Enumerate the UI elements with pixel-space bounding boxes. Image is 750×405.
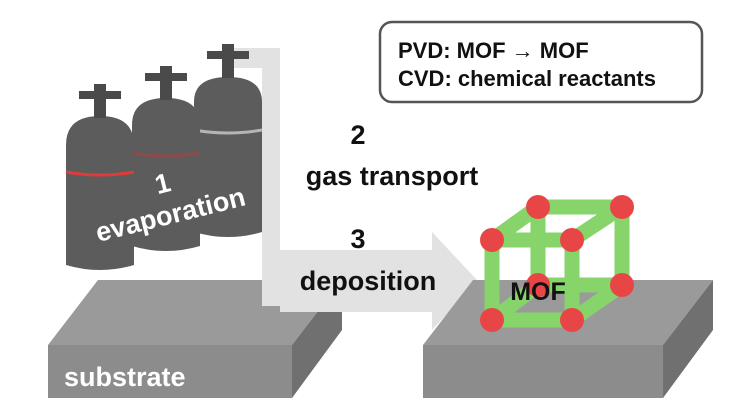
mof-cube: MOF bbox=[480, 195, 634, 332]
cylinder-middle-band bbox=[131, 151, 201, 158]
cylinder-middle-body bbox=[132, 98, 200, 251]
step-3-label: deposition bbox=[300, 266, 437, 296]
mof-node bbox=[526, 195, 550, 219]
gas-cylinder-back bbox=[193, 44, 263, 237]
legend-frame bbox=[378, 20, 704, 104]
cylinder-front-body bbox=[66, 116, 134, 270]
mof-nodes bbox=[480, 195, 634, 332]
step-2-label: gas transport bbox=[306, 161, 479, 191]
cylinder-back-body bbox=[194, 77, 262, 237]
mof-node bbox=[560, 308, 584, 332]
mof-node bbox=[610, 195, 634, 219]
valve-handle-icon bbox=[207, 51, 249, 59]
substrate-left-front bbox=[48, 345, 292, 398]
mof-label: MOF bbox=[510, 278, 566, 306]
gas-cylinder-middle bbox=[131, 66, 201, 251]
cylinder-back-band bbox=[193, 128, 263, 135]
mof-node bbox=[480, 308, 504, 332]
gas-pipe bbox=[232, 48, 280, 306]
pipe-vertical bbox=[262, 48, 280, 306]
mof-node bbox=[526, 273, 550, 297]
valve-handle-icon bbox=[79, 91, 121, 99]
step-2-number: 2 bbox=[350, 120, 365, 150]
method-legend: PVD: MOF → MOF CVD: chemical reactants bbox=[378, 20, 704, 104]
mof-node bbox=[480, 228, 504, 252]
mof-node bbox=[610, 273, 634, 297]
deposition-arrow bbox=[280, 232, 478, 330]
mof-node bbox=[560, 228, 584, 252]
legend-cvd-text: CVD: chemical reactants bbox=[398, 66, 656, 91]
valve-handle-icon bbox=[145, 73, 187, 81]
step-1-number: 1 bbox=[152, 167, 174, 200]
step-3-number: 3 bbox=[350, 224, 365, 254]
legend-pvd-text: PVD: MOF → MOF bbox=[398, 38, 589, 63]
substrate-right-front bbox=[423, 345, 663, 398]
substrate-right-side bbox=[663, 280, 713, 398]
substrate-label: substrate bbox=[64, 362, 186, 392]
cylinder-front-band bbox=[65, 170, 135, 177]
gas-cylinder-front bbox=[65, 84, 135, 270]
